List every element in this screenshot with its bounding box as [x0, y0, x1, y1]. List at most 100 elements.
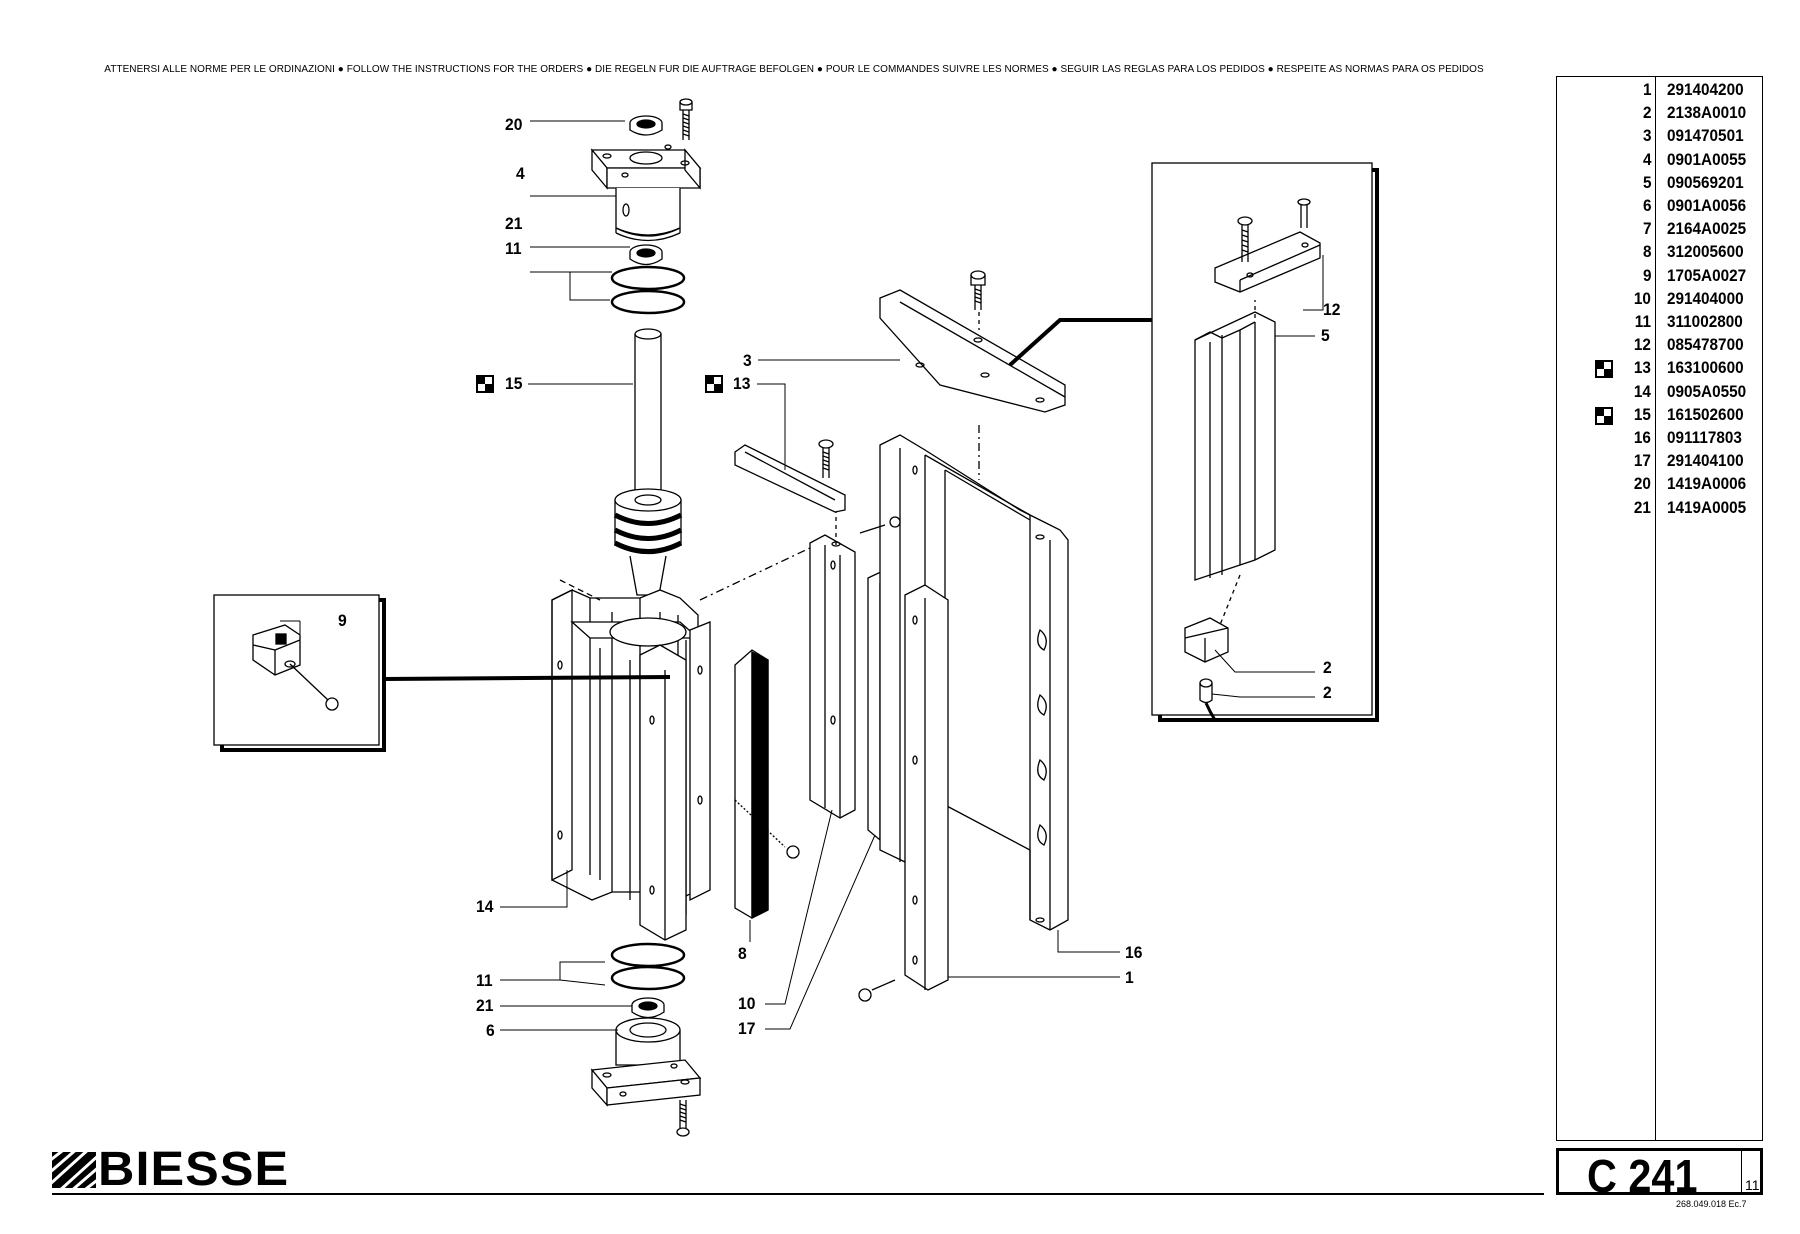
callout-20: 20: [505, 115, 523, 134]
order-instructions: ATTENERSI ALLE NORME PER LE ORDINAZIONI …: [104, 64, 1484, 75]
document-reference: 268.049.018 Ec.7: [1676, 1199, 1747, 1209]
part-number: 4: [1642, 149, 1651, 169]
part-number: 17: [1633, 451, 1651, 471]
parts-row: 3 091470501: [1557, 126, 1762, 149]
part-code: 2138A0010: [1667, 103, 1747, 123]
parts-row: 17 291404100: [1557, 451, 1762, 474]
callout-9: 9: [338, 611, 347, 630]
callout-8: 8: [738, 944, 747, 963]
part-number: 5: [1642, 172, 1651, 192]
part-number: 9: [1642, 265, 1651, 285]
guide-bar-10: [699, 512, 856, 819]
checker-mark-icon: [1595, 360, 1613, 379]
bushing-20: [629, 115, 663, 136]
detail-inset-right: [1151, 162, 1379, 722]
callout-5: 5: [1321, 326, 1330, 345]
checker-mark-icon: [1595, 406, 1613, 425]
bottom-flange-block: [590, 1017, 702, 1137]
checker-mark-icon: [476, 375, 494, 393]
parts-row: 11 311002800: [1557, 312, 1762, 335]
parts-row: 21 1419A0005: [1557, 498, 1762, 521]
biesse-stripes-icon: [52, 1152, 96, 1188]
guide-bar-1: [858, 584, 949, 1002]
part-number: 8: [1642, 242, 1651, 262]
callout-6: 6: [486, 1021, 495, 1040]
callout-2: 2: [1323, 683, 1332, 702]
screw: [679, 98, 693, 140]
checker-mark-icon: [705, 375, 723, 393]
part-code: 312005600: [1667, 242, 1744, 262]
part-code: 091470501: [1667, 126, 1744, 146]
part-code: 0901A0055: [1667, 149, 1747, 169]
parts-row: 13 163100600: [1557, 358, 1762, 381]
parts-row: 20 1419A0006: [1557, 474, 1762, 497]
callout-21: 21: [505, 214, 523, 233]
parts-row: 5 090569201: [1557, 173, 1762, 196]
main-frame: [859, 425, 1069, 931]
sheet-number: 11: [1745, 1177, 1760, 1193]
parts-list-divider: [1655, 77, 1656, 1140]
part-code: 085478700: [1667, 335, 1744, 355]
part-number: 12: [1633, 335, 1651, 355]
bushing-21-upper: [629, 244, 663, 266]
part-number: 6: [1642, 196, 1651, 215]
top-plate: [879, 270, 1066, 413]
sheet-number-box: 11: [1741, 1148, 1763, 1195]
table-code-box: C 241 11: [1556, 1148, 1763, 1202]
seal-ring-lower: [610, 942, 686, 991]
parts-row: 8 312005600: [1557, 242, 1762, 265]
footer-rule: [52, 1193, 1544, 1195]
part-number: 10: [1633, 288, 1651, 308]
part-number: 11: [1634, 312, 1651, 331]
part-code: 1419A0006: [1667, 474, 1747, 494]
table-code: C 241: [1587, 1150, 1698, 1202]
brand-name: BIESSE: [98, 1143, 290, 1196]
parts-row: 10 291404000: [1557, 289, 1762, 312]
callout-13: 13: [733, 374, 751, 393]
callout-16: 16: [1125, 943, 1143, 962]
part-code: 0901A0056: [1667, 196, 1747, 215]
bushing-21-lower: [631, 997, 665, 1019]
part-code: 1705A0027: [1667, 265, 1747, 285]
callout-17: 17: [738, 1019, 756, 1038]
parts-row: 16 091117803: [1557, 428, 1762, 451]
part-number: 3: [1642, 126, 1651, 146]
part-number: 13: [1633, 358, 1651, 378]
callout-21: 21: [476, 996, 494, 1015]
part-code: 161502600: [1667, 404, 1744, 424]
top-flange-block: [590, 144, 702, 242]
part-number: 15: [1633, 404, 1651, 424]
parts-row: 2 2138A0010: [1557, 103, 1762, 126]
part-number: 20: [1633, 474, 1651, 494]
part-code: 0905A0550: [1667, 381, 1747, 401]
callout-10: 10: [738, 994, 756, 1013]
header-warning-strip: ATTENERSI ALLE NORME PER LE ORDINAZIONI …: [56, 42, 1524, 80]
part-code: 090569201: [1667, 172, 1744, 192]
part-number: 2: [1642, 103, 1651, 123]
part-code: 091117803: [1667, 428, 1742, 447]
callout-14: 14: [476, 897, 494, 916]
felt-strip: [734, 649, 800, 920]
scraper-strip: [734, 439, 846, 513]
part-number: 21: [1633, 497, 1651, 517]
parts-row: 15 161502600: [1557, 405, 1762, 428]
callout-15: 15: [505, 374, 523, 393]
parts-row: 6 0901A0056: [1557, 196, 1762, 219]
callout-1: 1: [1125, 968, 1134, 987]
leader-lines: [280, 120, 1324, 1031]
callout-3: 3: [743, 351, 752, 370]
part-code: 291404000: [1667, 288, 1744, 308]
part-code: 311002800: [1667, 312, 1743, 331]
callout-12: 12: [1323, 300, 1341, 319]
part-code: 291404100: [1667, 451, 1744, 471]
callout-11: 11: [476, 971, 493, 990]
part-number: 7: [1642, 219, 1651, 239]
cylinder-housing: [551, 579, 711, 941]
callout-2: 2: [1323, 658, 1332, 677]
part-code: 163100600: [1667, 358, 1744, 378]
part-number: 16: [1633, 428, 1651, 447]
part-code: 1419A0005: [1667, 497, 1747, 517]
